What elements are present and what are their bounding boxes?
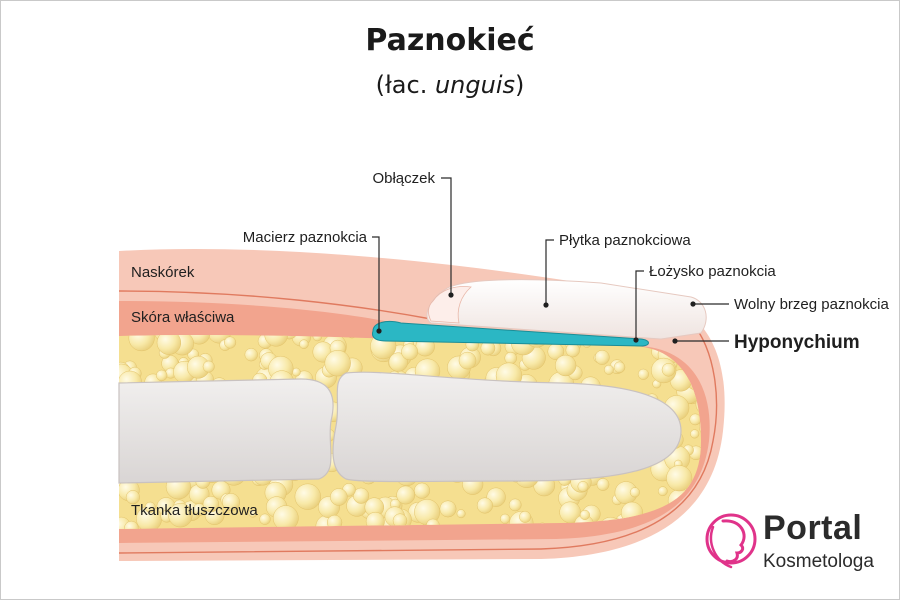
label-plytka: Płytka paznokciowa [559, 232, 691, 249]
logo-main-text: Portal [763, 509, 863, 547]
fat-cell [577, 481, 589, 492]
fat-cell [202, 495, 220, 513]
lunula [428, 286, 472, 324]
subtitle-suffix: ) [515, 71, 525, 99]
leader-lozysko-dot [633, 337, 639, 343]
fat-cell [124, 520, 139, 529]
distal-phalanx-bone [332, 371, 682, 483]
leader-wolny-brzeg-dot [690, 301, 696, 307]
portal-logo: Portal Kosmetologa [701, 509, 891, 589]
fat-cell [188, 334, 211, 345]
fat-cell [439, 500, 457, 518]
fat-cell [207, 334, 232, 344]
fat-cell [629, 487, 640, 498]
fat-cell [413, 482, 431, 499]
fat-cell [456, 509, 466, 519]
fat-cell [324, 350, 351, 377]
fat-cell [264, 334, 288, 347]
fat-cell [401, 343, 419, 361]
fat-cell [689, 413, 701, 426]
leader-plytka-dot [543, 302, 549, 308]
leader-plytka [545, 239, 554, 303]
label-wolny-brzeg: Wolny brzeg paznokcia [734, 296, 889, 313]
leader-macierz [372, 236, 380, 329]
leader-lozysko [635, 270, 644, 338]
fat-cell [554, 354, 577, 377]
fat-cell [594, 349, 610, 365]
subtitle-latin-term: unguis [434, 71, 515, 99]
label-macierz: Macierz paznokcia [243, 229, 368, 246]
fat-cell [125, 490, 140, 505]
fat-cell [299, 339, 309, 349]
label-hyponychium: Hyponychium [734, 332, 860, 353]
fat-cell [613, 361, 626, 374]
diagram-title: Paznokieć [365, 23, 535, 58]
nail-bed [372, 320, 649, 347]
fat-cell [396, 485, 416, 505]
fat-cell [519, 510, 532, 523]
fat-cell [202, 360, 215, 373]
fat-cell [661, 363, 676, 377]
fat-cell [666, 465, 693, 492]
label-skora: Skóra właściwa [131, 309, 235, 326]
fat-cell [500, 513, 511, 524]
fat-cell [222, 493, 240, 512]
fat-cell [696, 497, 701, 507]
fat-cell [579, 509, 590, 520]
leader-hyponychium-dot [672, 338, 678, 344]
fat-cell [224, 336, 237, 349]
fat-cell [294, 483, 321, 510]
fat-cell [637, 368, 649, 380]
fat-cell [476, 497, 493, 514]
fat-cell [603, 364, 614, 375]
fat-cell [244, 348, 258, 362]
subtitle-prefix: (łac. [375, 71, 435, 99]
fat-cell [259, 513, 271, 525]
diagram-subtitle: (łac. unguis) [1, 71, 899, 99]
fat-cell [690, 429, 700, 439]
logo-face-icon [705, 513, 757, 569]
fat-cell [144, 501, 156, 513]
fat-cell [272, 505, 299, 529]
leader-oblaczek-dot [448, 292, 454, 298]
label-tkanka: Tkanka tłuszczowa [131, 502, 258, 519]
fat-cell [714, 330, 722, 338]
label-oblaczek: Obłączek [372, 170, 435, 187]
fat-cell [156, 334, 182, 355]
epidermis-outline [118, 290, 432, 320]
fat-cell [458, 351, 477, 370]
fat-cell [388, 352, 408, 372]
fat-cell [504, 351, 517, 365]
fat-cell [508, 498, 522, 512]
logo-sub-text: Kosmetologa [763, 551, 874, 572]
fat-cell [128, 334, 155, 352]
fat-cell [699, 413, 701, 440]
fat-cell [596, 478, 610, 491]
fat-cell [248, 509, 258, 518]
fat-cell [330, 488, 348, 506]
label-naskorek: Naskórek [131, 264, 195, 281]
leader-macierz-dot [376, 328, 382, 334]
middle-phalanx-bone [118, 378, 334, 484]
leader-oblaczek [441, 177, 452, 293]
fat-cell [156, 369, 168, 382]
fat-cell [695, 393, 701, 416]
fat-cell [565, 343, 580, 358]
fat-cell [168, 503, 193, 528]
fat-cell [657, 486, 668, 497]
fat-cell [353, 487, 370, 504]
epidermis-tip-outline [118, 320, 718, 554]
label-lozysko: Łożysko paznokcia [649, 263, 776, 280]
